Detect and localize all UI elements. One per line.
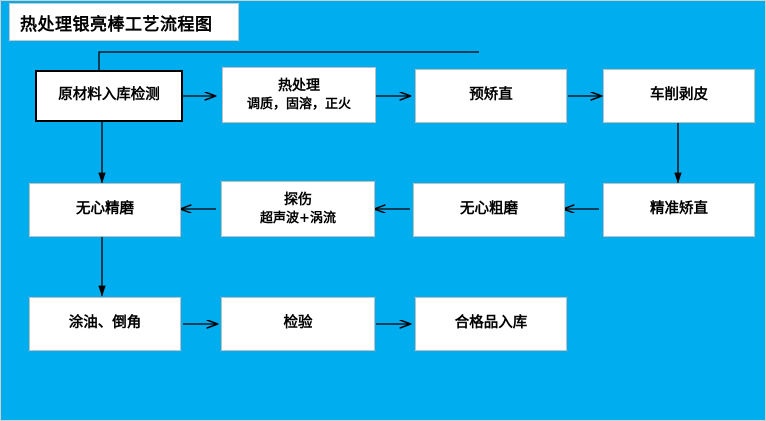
node-label: 无心精磨 xyxy=(76,201,134,218)
diagram-title-box: 热处理银亮棒工艺流程图 xyxy=(9,3,239,41)
node-centerless-rough-grinding[interactable]: 无心粗磨 xyxy=(413,183,565,237)
node-heat-treatment[interactable]: 热处理 调质，固溶，正火 xyxy=(222,67,376,123)
node-centerless-fine-grinding[interactable]: 无心精磨 xyxy=(29,183,181,237)
node-label: 无心粗磨 xyxy=(460,201,518,218)
node-label: 探伤 xyxy=(284,191,312,208)
node-sublabel: 调质，固溶，正火 xyxy=(246,96,351,112)
node-label: 热处理 xyxy=(278,77,320,94)
node-label: 原材料入库检测 xyxy=(58,87,160,104)
node-precision-straightening[interactable]: 精准矫直 xyxy=(603,183,755,237)
node-sublabel: 超声波+涡流 xyxy=(260,210,336,226)
node-label: 检验 xyxy=(283,315,313,332)
page-title: 热处理银亮棒工艺流程图 xyxy=(20,14,213,35)
node-oiling-chamfering[interactable]: 涂油、倒角 xyxy=(29,297,181,351)
node-qualified-product-storage[interactable]: 合格品入库 xyxy=(415,297,567,351)
node-flaw-detection[interactable]: 探伤 超声波+涡流 xyxy=(221,181,375,237)
node-label: 合格品入库 xyxy=(454,315,528,332)
node-label: 预矫直 xyxy=(469,87,513,104)
node-label: 精准矫直 xyxy=(650,201,708,218)
node-inspection[interactable]: 检验 xyxy=(221,297,375,351)
node-turning-peeling[interactable]: 车削剥皮 xyxy=(603,69,755,123)
node-pre-straightening[interactable]: 预矫直 xyxy=(415,69,567,123)
node-label: 涂油、倒角 xyxy=(68,315,142,332)
node-raw-material-inspection[interactable]: 原材料入库检测 xyxy=(35,70,183,122)
node-label: 车削剥皮 xyxy=(650,87,708,104)
